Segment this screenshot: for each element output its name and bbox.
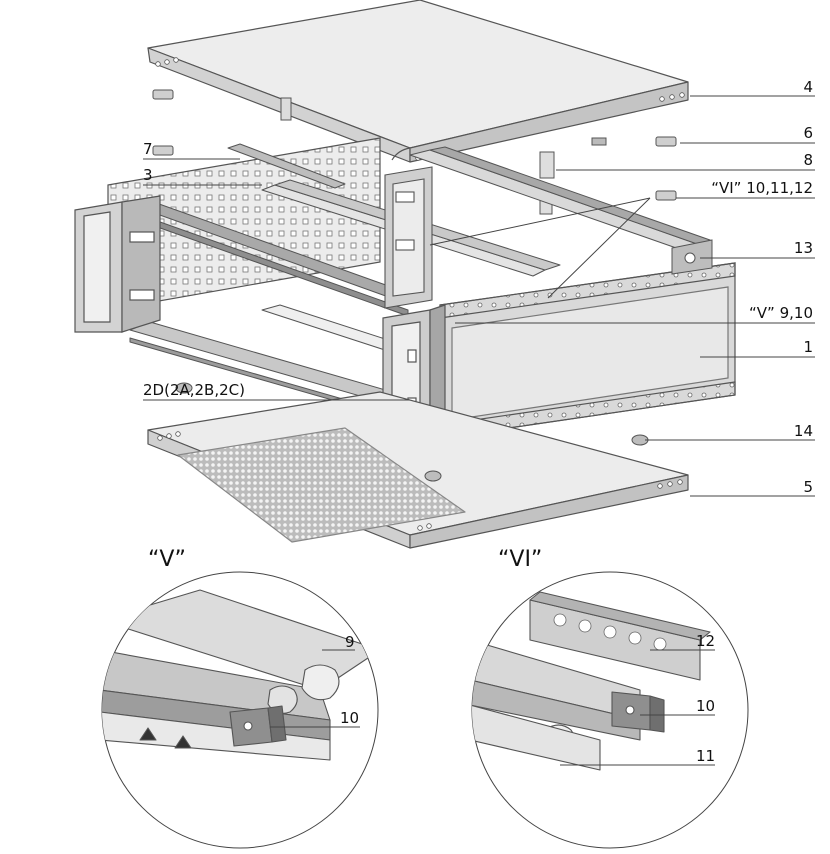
callout-8: 8: [803, 151, 813, 169]
callout-2d: 2D(2A,2B,2C): [143, 381, 245, 399]
callout-13: 13: [793, 239, 813, 257]
front-right-mount: [671, 239, 713, 275]
callout-vi-parts: “VI” 10,11,12: [711, 179, 813, 197]
callout-1: 1: [803, 338, 813, 356]
callout-3: 3: [143, 166, 153, 184]
rear-right-frame: [384, 166, 433, 309]
detail-v-label-9: 9: [345, 633, 355, 651]
detail-vi-title: “VI”: [498, 547, 543, 572]
detail-vi-label-10: 10: [696, 697, 716, 715]
detail-vi: [471, 571, 749, 849]
callout-5: 5: [803, 478, 813, 496]
feet: [175, 382, 649, 482]
bottom-cover: [147, 391, 689, 549]
callout-4: 4: [803, 78, 813, 96]
detail-vi-label-12: 12: [696, 632, 716, 650]
callout-v-parts: “V” 9,10: [749, 304, 813, 322]
callout-7: 7: [143, 140, 153, 158]
detail-v-title: “V”: [148, 547, 186, 572]
callout-14: 14: [793, 422, 813, 440]
callout-6: 6: [803, 124, 813, 142]
leader-lines: [143, 95, 815, 497]
rear-handle: [74, 195, 161, 333]
detail-v: [101, 571, 379, 849]
front-panel: [439, 262, 736, 439]
top-cover: [147, 0, 689, 163]
detail-vi-label-11: 11: [696, 747, 716, 765]
detail-v-label-10: 10: [340, 709, 360, 727]
